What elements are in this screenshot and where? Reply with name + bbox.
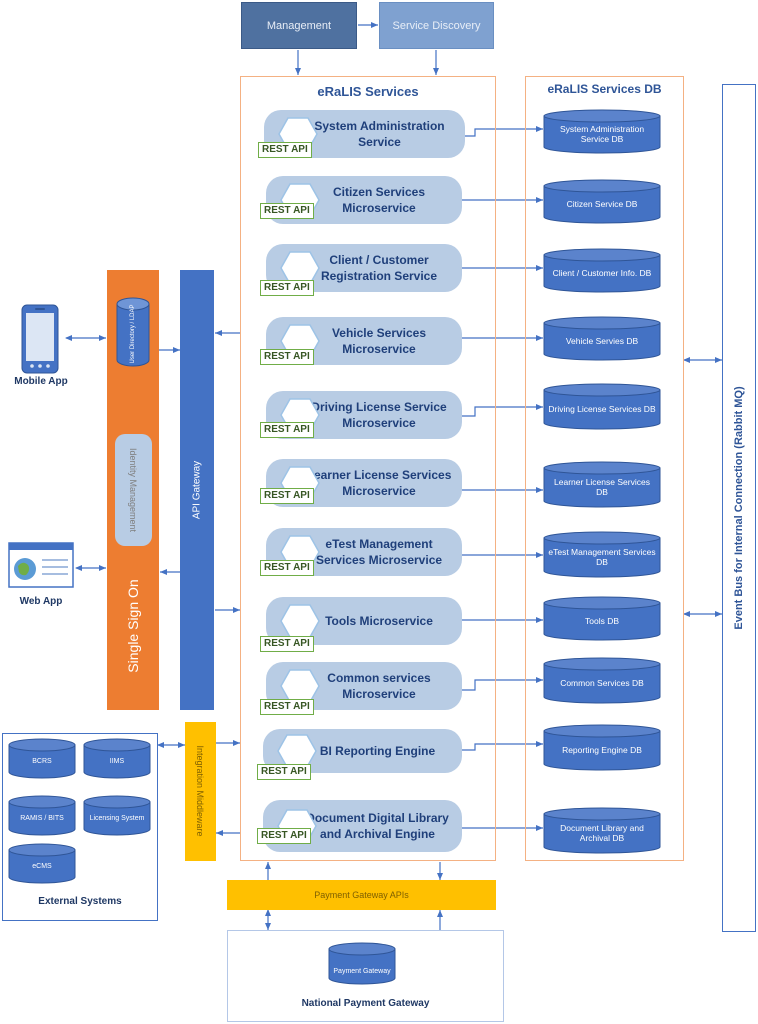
service-name: Driving License Service Microservice (311, 400, 447, 430)
hexagon-icon (277, 734, 317, 768)
sso-identity-box (115, 434, 152, 546)
service-name: Citizen Services Microservice (332, 185, 426, 215)
hexagon-icon (280, 669, 320, 703)
rest-api-label: REST API (257, 828, 311, 844)
rest-api-label: REST API (260, 699, 314, 715)
payment-gateway-apis-label: Payment Gateway APIs (314, 890, 409, 900)
rest-api-label: REST API (257, 764, 311, 780)
single-sign-on-label: Single Sign On (125, 579, 141, 673)
rest-api-label: REST API (260, 422, 314, 438)
service-discovery-label: Service Discovery (392, 19, 481, 32)
integration-label: Integration Middleware (195, 745, 205, 837)
database-icon (543, 461, 661, 508)
eralis-services-title: eRaLIS Services (317, 84, 419, 99)
database-icon (543, 531, 661, 578)
management-box: Management (241, 2, 357, 49)
external-system-label: RAMIS / BITS (20, 815, 64, 822)
service-name: BI Reporting Engine (319, 744, 436, 758)
external-system-database-icon (8, 738, 76, 779)
external-system-database-icon (83, 795, 151, 836)
sso-db-label: User Directory / LDAP (130, 304, 136, 364)
database-icon (543, 109, 661, 154)
eralis-services-container (240, 76, 496, 861)
database-label: Reporting Engine DB (562, 745, 642, 755)
rest-api-label: REST API (260, 349, 314, 365)
database-label: System Administration Service DB (559, 124, 645, 144)
api-gateway (180, 270, 214, 710)
service-name: Vehicle Services Microservice (331, 326, 427, 356)
integration-middleware (185, 722, 216, 861)
web-app-label: Web App (19, 596, 63, 607)
sso-inner-label: Identity Management (128, 447, 138, 533)
database-icon (543, 316, 661, 361)
eralis-db-container (525, 76, 684, 861)
database-label: Driving License Services DB (548, 404, 656, 414)
mobile-app-label: Mobile App (14, 376, 68, 387)
external-system-label: BCRS (32, 758, 52, 765)
database-label: Citizen Service DB (566, 199, 638, 209)
database-icon (543, 383, 661, 430)
external-systems-title: External Systems (38, 896, 122, 907)
eralis-db-title: eRaLIS Services DB (547, 82, 662, 96)
event-bus (722, 84, 756, 932)
rest-api-label: REST API (260, 636, 314, 652)
database-icon (543, 596, 661, 641)
rest-api-label: REST API (260, 280, 314, 296)
payment-gateway-db-label: Payment Gateway (333, 968, 391, 975)
service-name: Client / Customer Registration Service (320, 253, 438, 283)
external-system-label: Licensing System (89, 815, 145, 822)
payment-gateway-database-icon (328, 942, 396, 985)
database-icon (543, 807, 661, 854)
mobile-phone-icon (21, 304, 59, 374)
rest-api-label: REST API (260, 560, 314, 576)
database-label: eTest Management Services DB (548, 547, 656, 567)
external-systems-container (2, 733, 158, 921)
database-icon (543, 179, 661, 224)
service-discovery-box: Service Discovery (379, 2, 494, 49)
external-system-database-icon (83, 738, 151, 779)
rest-api-label: REST API (258, 142, 312, 158)
event-bus-label: Event Bus for Internal Connection (Rabbi… (733, 386, 745, 630)
national-payment-gateway-container (227, 930, 504, 1022)
database-icon (543, 657, 661, 704)
service-name: Tools Microservice (325, 614, 433, 628)
database-label: Document Library and Archival DB (560, 823, 644, 843)
service-name: Common services Microservice (327, 671, 431, 701)
rest-api-label: REST API (260, 203, 314, 219)
service-name: Learner License Services Microservice (306, 468, 452, 498)
database-label: Common Services DB (560, 678, 644, 688)
service-name: System Administration Service (314, 119, 445, 149)
database-label: Client / Customer Info. DB (552, 268, 652, 278)
hexagon-icon (280, 604, 320, 638)
sso-database-icon (116, 297, 150, 367)
service-name: eTest Management Services Microservice (315, 537, 443, 567)
national-payment-gateway-title: National Payment Gateway (301, 998, 430, 1009)
external-system-database-icon (8, 795, 76, 836)
database-label: Vehicle Servies DB (565, 336, 639, 346)
database-icon (543, 724, 661, 771)
management-label: Management (266, 19, 332, 32)
external-system-label: IIMS (109, 758, 125, 765)
external-system-label: eCMS (32, 863, 52, 870)
database-icon (543, 248, 661, 293)
web-browser-icon (8, 542, 74, 588)
database-label: Learner License Services DB (554, 477, 650, 497)
external-system-database-icon (8, 843, 76, 884)
database-label: Tools DB (584, 616, 619, 626)
service-name: Document Digital Library and Archival En… (306, 811, 449, 841)
payment-gateway-apis: Payment Gateway APIs (227, 880, 496, 910)
rest-api-label: REST API (260, 488, 314, 504)
api-gateway-label: API Gateway (191, 460, 203, 520)
